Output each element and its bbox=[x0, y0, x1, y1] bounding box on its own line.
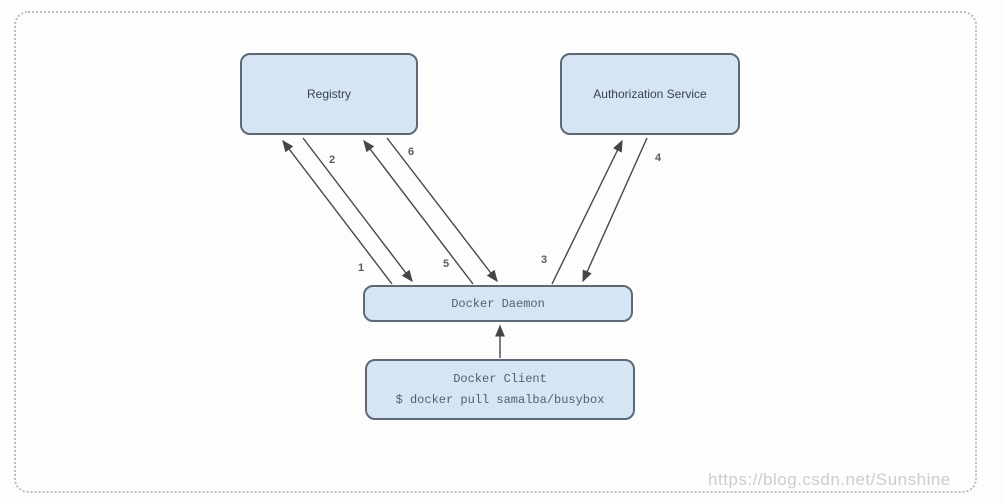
node-docker-client-command: $ docker pull samalba/busybox bbox=[395, 393, 605, 407]
node-authorization-service: Authorization Service bbox=[560, 53, 740, 135]
arrow-step-1 bbox=[282, 139, 393, 285]
arrow-label-2: 2 bbox=[329, 154, 336, 166]
node-registry: Registry bbox=[240, 53, 418, 135]
node-docker-client-label: Docker Client bbox=[453, 372, 547, 386]
arrow-label-6: 6 bbox=[408, 146, 415, 158]
arrow-label-5: 5 bbox=[443, 258, 450, 270]
arrow-step-6 bbox=[386, 137, 498, 283]
arrow-label-3: 3 bbox=[541, 254, 548, 266]
watermark-text: https://blog.csdn.net/Sunshine bbox=[708, 470, 951, 489]
node-authorization-service-label: Authorization Service bbox=[593, 87, 707, 101]
arrow-label-1: 1 bbox=[358, 262, 365, 274]
arrow-label-4: 4 bbox=[655, 152, 662, 164]
node-docker-daemon-label: Docker Daemon bbox=[451, 296, 545, 311]
arrow-step-2 bbox=[302, 137, 413, 283]
arrow-step-4 bbox=[582, 137, 648, 283]
arrow-step-3 bbox=[551, 139, 623, 285]
node-docker-client: Docker Client $ docker pull samalba/busy… bbox=[365, 359, 635, 420]
arrow-step-5 bbox=[363, 139, 474, 285]
node-docker-daemon: Docker Daemon bbox=[363, 285, 633, 322]
node-registry-label: Registry bbox=[306, 87, 351, 101]
